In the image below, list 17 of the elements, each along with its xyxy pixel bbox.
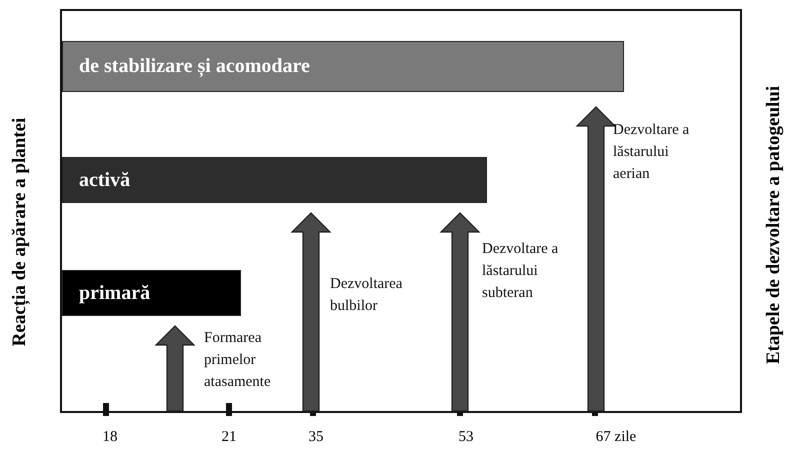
tick-label: 18 [102,429,118,446]
phase-bar [62,41,624,92]
tick-label: 53 [458,429,474,446]
phase-label: de stabilizare și acomodare [79,55,310,78]
axis-title: Etapele de dezvoltare a patogeului [763,86,785,364]
phase-label: activă [79,168,130,192]
stage-caption: Dezvoltare a lăstarului subteran [482,240,560,303]
tick-label: 35 [308,429,324,446]
stage-caption: Formarea primelor atasamente [204,329,272,392]
phase-bar [62,270,241,316]
stage-caption: Dezvoltare a lăstarului aerian [613,121,690,184]
tick-label: 67 zile [596,429,636,446]
tick-label: 21 [222,429,236,446]
phase-label: primară [79,282,150,304]
stage-caption: Dezvoltarea bulbilor [330,275,404,316]
phase-bar [62,157,487,203]
axis-title: Reacția de apărare a plantei [9,118,31,346]
